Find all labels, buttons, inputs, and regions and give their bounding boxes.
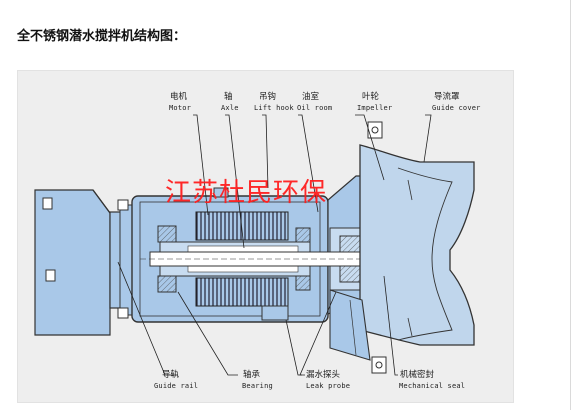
guide-cover <box>359 121 475 374</box>
svg-text:导流罩: 导流罩 <box>434 91 460 102</box>
label-leak-probe: 漏水探头 Leak probe <box>306 369 350 390</box>
housing-bolts <box>117 199 129 319</box>
svg-text:叶轮: 叶轮 <box>362 91 380 102</box>
svg-text:轴承: 轴承 <box>243 369 261 380</box>
svg-text:轴: 轴 <box>224 91 233 102</box>
svg-text:机械密封: 机械密封 <box>400 369 435 380</box>
label-guide-rail: 导轨 Guide rail <box>154 369 198 390</box>
svg-text:Motor: Motor <box>169 104 191 112</box>
svg-text:吊钩: 吊钩 <box>259 91 276 102</box>
svg-text:Guide cover: Guide cover <box>432 104 481 112</box>
label-impeller: 叶轮 Impeller <box>357 91 392 112</box>
svg-text:Mechanical seal: Mechanical seal <box>399 382 465 390</box>
svg-text:Leak probe: Leak probe <box>306 382 350 390</box>
leader-lines <box>117 114 432 376</box>
label-guide-cover: 导流罩 Guide cover <box>432 91 481 112</box>
label-bearing: 轴承 Bearing <box>242 369 273 390</box>
watermark-text: 江苏杜民环保 <box>165 178 328 208</box>
svg-text:Impeller: Impeller <box>357 104 392 112</box>
svg-text:Bearing: Bearing <box>242 382 273 390</box>
svg-text:导轨: 导轨 <box>162 369 180 380</box>
label-oil-room: 油室 Oil room <box>297 91 332 112</box>
svg-text:漏水探头: 漏水探头 <box>306 369 341 380</box>
svg-text:Oil room: Oil room <box>297 104 332 112</box>
svg-text:Lift hook: Lift hook <box>254 104 294 112</box>
page-heading: 全不锈钢潜水搅拌机结构图： <box>17 29 187 44</box>
svg-text:油室: 油室 <box>302 91 320 102</box>
label-motor: 电机 Motor <box>169 91 191 112</box>
label-mechanical-seal: 机械密封 Mechanical seal <box>399 369 465 390</box>
svg-text:Axle: Axle <box>221 104 239 112</box>
svg-text:电机: 电机 <box>170 91 188 102</box>
label-lift-hook: 吊钩 Lift hook <box>254 91 294 112</box>
svg-text:Guide rail: Guide rail <box>154 382 198 390</box>
label-axle: 轴 Axle <box>221 91 239 112</box>
guide-rail-bracket <box>34 189 111 336</box>
support-frame <box>329 289 371 361</box>
